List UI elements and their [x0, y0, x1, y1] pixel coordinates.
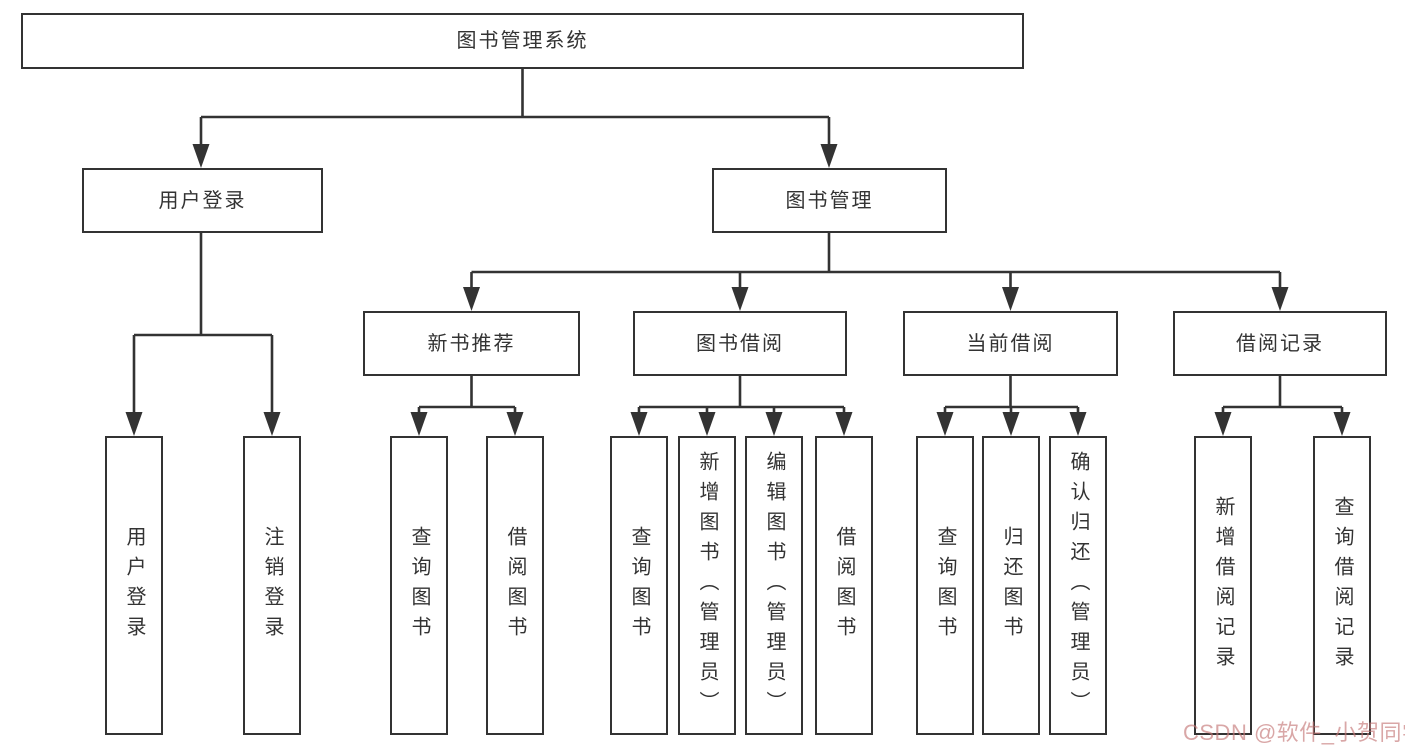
- node-book-management: 图书管理: [712, 168, 947, 233]
- arrowhead: [820, 144, 838, 168]
- arrowhead: [192, 144, 210, 168]
- arrowhead: [263, 412, 281, 436]
- arrowhead: [506, 412, 524, 436]
- leaf-borrow-query-books: 查询图书: [610, 436, 668, 735]
- node-borrowing-records: 借阅记录: [1173, 311, 1387, 376]
- leaf-user-login: 用户登录: [105, 436, 163, 735]
- node-root-library-system: 图书管理系统: [21, 13, 1024, 69]
- connector-new-book: [417, 376, 517, 420]
- leaf-newbook-query-books: 查询图书: [390, 436, 448, 735]
- leaf-borrow-borrow-books: 借阅图书: [815, 436, 873, 735]
- node-new-book-recommend: 新书推荐: [363, 311, 580, 376]
- arrowhead: [731, 287, 749, 311]
- leaf-current-query-books: 查询图书: [916, 436, 974, 735]
- connector-borrow-records: [1221, 376, 1344, 420]
- arrowhead: [1271, 287, 1289, 311]
- arrowhead: [630, 412, 648, 436]
- arrowhead: [125, 412, 143, 436]
- leaf-borrow-edit-books-admin: 编辑图书（管理员）: [745, 436, 803, 735]
- arrowhead: [936, 412, 954, 436]
- leaf-borrow-add-books-admin: 新增图书（管理员）: [678, 436, 736, 735]
- leaf-logout: 注销登录: [243, 436, 301, 735]
- arrowhead: [1002, 412, 1020, 436]
- leaf-records-query-record: 查询借阅记录: [1313, 436, 1371, 735]
- connector-user-login: [132, 233, 274, 420]
- arrowhead: [698, 412, 716, 436]
- arrowhead: [1333, 412, 1351, 436]
- leaf-newbook-borrow-books: 借阅图书: [486, 436, 544, 735]
- arrowhead: [835, 412, 853, 436]
- connector-book-borrow: [637, 376, 846, 420]
- arrowhead: [1214, 412, 1232, 436]
- connector-book-mgmt: [470, 233, 1282, 294]
- leaf-records-add-record: 新增借阅记录: [1194, 436, 1252, 735]
- connector-root: [199, 69, 831, 150]
- node-book-borrowing: 图书借阅: [633, 311, 847, 376]
- leaf-current-return-books: 归还图书: [982, 436, 1040, 735]
- arrowhead: [410, 412, 428, 436]
- arrowhead: [463, 287, 480, 311]
- csdn-watermark: CSDN @软件_小贺同学: [1183, 720, 1405, 745]
- arrowhead: [1002, 287, 1019, 311]
- node-user-login: 用户登录: [82, 168, 323, 233]
- arrowhead: [1069, 412, 1087, 436]
- node-current-borrowing: 当前借阅: [903, 311, 1118, 376]
- leaf-current-confirm-return-admin: 确认归还（管理员）: [1049, 436, 1107, 735]
- arrowhead: [765, 412, 783, 436]
